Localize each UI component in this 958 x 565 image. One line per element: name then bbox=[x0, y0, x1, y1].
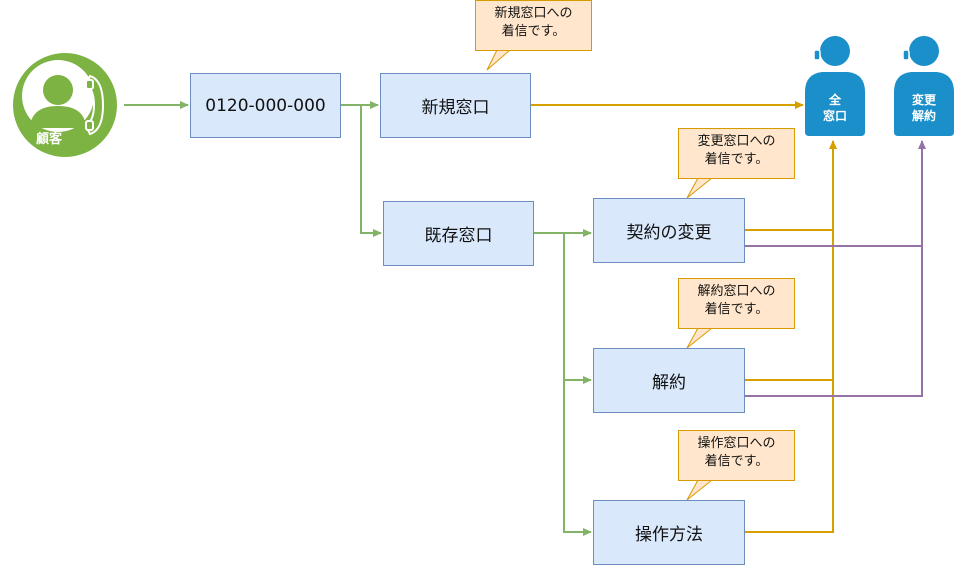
callout-tail-change bbox=[686, 177, 713, 199]
callout-cancel-window: 解約窓口への 着信です。 bbox=[678, 278, 795, 329]
change-cancel-agent-line2: 解約 bbox=[911, 109, 936, 123]
callout-change-line1: 変更窓口への bbox=[697, 134, 776, 149]
callout-tail-operation bbox=[686, 479, 713, 501]
edge-existing-to-cancel bbox=[534, 232, 592, 384]
edge-existing-to-operation bbox=[534, 232, 592, 536]
callout-cancel-line1: 解約窓口への bbox=[697, 284, 776, 299]
existing-window-box: 既存窓口 bbox=[383, 201, 534, 266]
callout-new-line1: 新規窓口への bbox=[494, 6, 573, 21]
callout-new-window: 新規窓口への 着信です。 bbox=[475, 0, 592, 51]
change-cancel-agent-icon bbox=[894, 32, 954, 136]
edge-operation-to-all-agent bbox=[745, 140, 837, 533]
callout-cancel-line2: 着信です。 bbox=[704, 302, 769, 317]
callout-operation-line1: 操作窓口への bbox=[697, 436, 776, 451]
cancellation-box: 解約 bbox=[593, 348, 745, 413]
change-cancel-agent-line1: 変更 bbox=[911, 93, 936, 107]
all-window-agent-line1: 全 bbox=[828, 93, 841, 107]
all-window-agent-line2: 窓口 bbox=[822, 109, 847, 123]
customer-label: 顧客 bbox=[35, 132, 62, 147]
callout-operation-line2: 着信です。 bbox=[704, 454, 769, 469]
callout-tail-cancel bbox=[686, 327, 713, 349]
change-cancel-agent: 変更 解約 bbox=[892, 38, 956, 140]
callout-operation-window: 操作窓口への 着信です。 bbox=[678, 430, 795, 481]
operation-method-box: 操作方法 bbox=[593, 500, 745, 565]
callout-change-window: 変更窓口への 着信です。 bbox=[678, 128, 795, 179]
all-window-agent-label: 全 窓口 bbox=[803, 92, 867, 124]
contract-change-box: 契約の変更 bbox=[593, 198, 745, 263]
callout-new-line2: 着信です。 bbox=[501, 24, 566, 39]
edge-phone-to-existing bbox=[341, 104, 382, 237]
change-cancel-agent-label: 変更 解約 bbox=[892, 92, 956, 124]
all-window-agent: 全 窓口 bbox=[803, 38, 867, 140]
edge-cancel-to-change-agent bbox=[745, 140, 926, 397]
phone-number-box: 0120-000-000 bbox=[190, 73, 341, 138]
callout-change-line2: 着信です。 bbox=[704, 152, 769, 167]
new-window-box: 新規窓口 bbox=[380, 73, 531, 138]
customer-icon bbox=[13, 53, 117, 157]
callout-tail-new bbox=[486, 49, 511, 71]
all-window-agent-icon bbox=[805, 32, 865, 136]
